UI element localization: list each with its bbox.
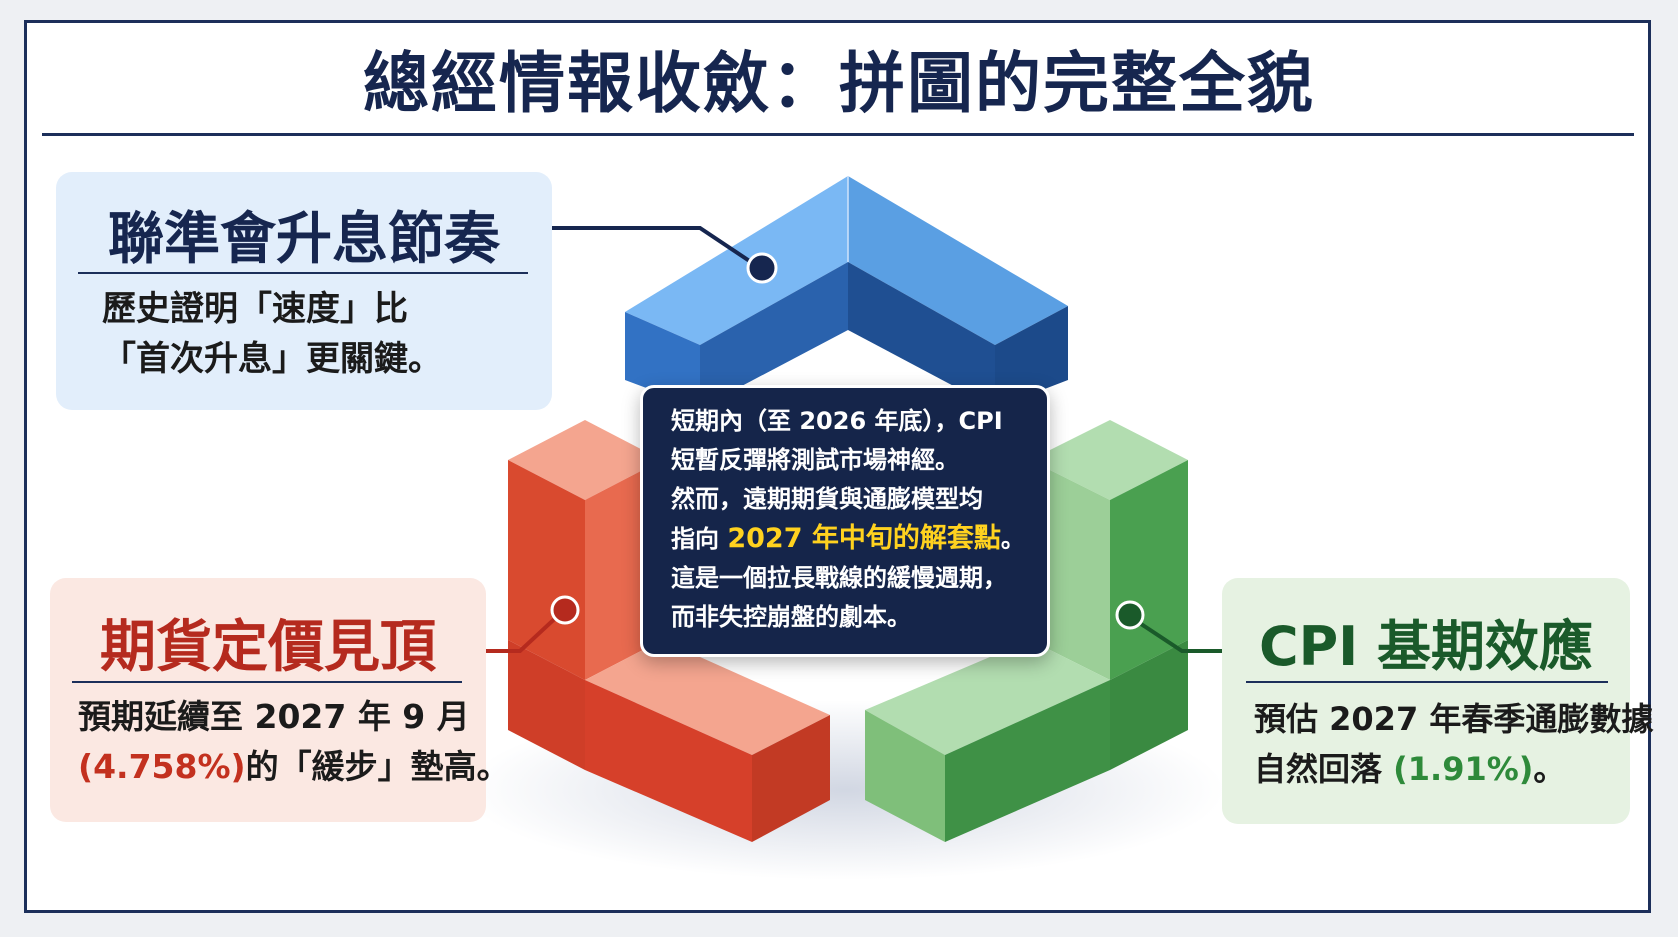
center-line2: 短暫反彈將測試市場神經。 [671, 446, 959, 474]
callout-cpi-base-effect: CPI 基期效應 預估 2027 年春季通膨數據 自然回落 (1.91%)。 [1222, 578, 1653, 824]
center-line4-highlight: 2027 年中旬的解套點 [727, 523, 1001, 554]
futures-line2-rest: 的「緩步」墊高。 [245, 747, 510, 786]
center-summary-text: 短期內（至 2026 年底），CPI 短暫反彈將測試市場神經。 然而，遠期期貨與… [671, 402, 1025, 637]
callout-futures-peak: 期貨定價見頂 預期延續至 2027 年 9 月 (4.758%)的「緩步」墊高。 [50, 578, 510, 822]
center-line4: 指向 2027 年中旬的解套點。 [671, 519, 1025, 559]
callout-cpi-body: 預估 2027 年春季通膨數據 自然回落 (1.91%)。 [1254, 694, 1653, 794]
title-divider [42, 133, 1634, 136]
center-summary-box: 短期內（至 2026 年底），CPI 短暫反彈將測試市場神經。 然而，遠期期貨與… [640, 385, 1050, 657]
callout-cpi-line2: 自然回落 (1.91%)。 [1254, 744, 1653, 794]
callout-fed-body: 歷史證明「速度」比 「首次升息」更關鍵。 [102, 284, 442, 384]
callout-fed-line1: 歷史證明「速度」比 [102, 289, 408, 329]
callout-fed-divider [78, 272, 528, 274]
center-line4-post: 。 [1000, 525, 1025, 553]
callout-cpi-title: CPI 基期效應 [1258, 615, 1594, 678]
cpi-line2-post: 。 [1533, 750, 1566, 788]
callout-futures-line2: (4.758%)的「緩步」墊高。 [78, 742, 510, 792]
center-line3: 然而，遠期期貨與通膨模型均 [671, 485, 983, 513]
callout-cpi-line1: 預估 2027 年春季通膨數據 [1254, 700, 1654, 738]
callout-fed-title: 聯準會升息節奏 [108, 207, 500, 272]
callout-cpi-divider [1246, 681, 1608, 683]
center-line1: 短期內（至 2026 年底），CPI [671, 407, 1003, 435]
center-line6: 而非失控崩盤的劇本。 [671, 603, 911, 631]
futures-rate-highlight: (4.758%) [78, 747, 246, 786]
callout-futures-title: 期貨定價見頂 [100, 615, 436, 680]
cpi-line2-pre: 自然回落 [1254, 750, 1394, 788]
callout-futures-line1: 預期延續至 2027 年 9 月 [78, 697, 470, 736]
callout-futures-divider [72, 681, 462, 683]
page-title: 總經情報收斂：拼圖的完整全貌 [363, 45, 1315, 122]
callout-fed-rate-pace: 聯準會升息節奏 歷史證明「速度」比 「首次升息」更關鍵。 [56, 172, 552, 410]
center-line4-pre: 指向 [671, 525, 728, 553]
callout-fed-line2: 「首次升息」更關鍵。 [102, 339, 442, 379]
center-line5: 這是一個拉長戰線的緩慢週期， [671, 564, 1007, 592]
callout-futures-body: 預期延續至 2027 年 9 月 (4.758%)的「緩步」墊高。 [78, 692, 510, 792]
cpi-rate-highlight: (1.91%) [1393, 750, 1534, 788]
